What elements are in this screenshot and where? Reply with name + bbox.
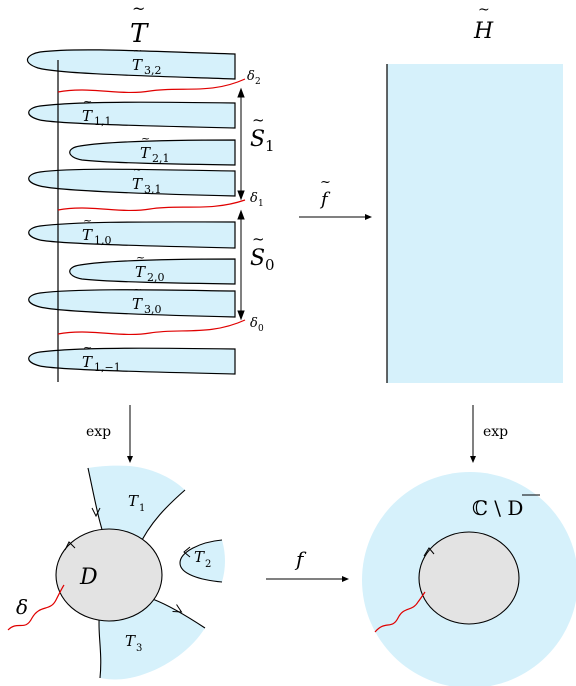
tract-label-t2: T 2	[194, 548, 211, 570]
strip-s1-arrow	[237, 87, 245, 201]
tract-label-1-1: ~ T 1,1	[82, 95, 112, 128]
tract-label-3-2: ~ T 3,2	[132, 44, 162, 77]
tract-label-1-minus1: ~ T 1,−1	[82, 341, 121, 374]
svg-text:T: T	[125, 632, 136, 650]
tract-t2	[180, 540, 225, 582]
tract-label-2-1: ~ T 2,1	[140, 132, 170, 165]
tract-3-2	[26, 49, 236, 80]
delta-curve-bottom-right	[374, 591, 426, 633]
f-label: f	[294, 547, 307, 571]
svg-text:~: ~	[141, 132, 150, 145]
delta-2-curve	[57, 78, 246, 94]
top-left-title: T	[130, 19, 149, 49]
svg-text:~: ~	[133, 163, 142, 176]
f-tilde-label: f	[319, 189, 331, 210]
svg-text:1: 1	[265, 137, 275, 155]
svg-text:3,1: 3,1	[144, 183, 162, 196]
strip-s1-label: ~ S 1	[250, 111, 275, 155]
svg-text:T: T	[140, 144, 151, 162]
disk-d	[55, 528, 163, 622]
svg-text:~: ~	[252, 230, 265, 248]
svg-text:S: S	[250, 246, 265, 271]
svg-text:T: T	[82, 107, 93, 125]
delta-1-curve	[57, 199, 246, 212]
svg-text:exp: exp	[86, 424, 111, 440]
svg-text:~: ~	[136, 251, 145, 264]
tract-1-0	[28, 221, 236, 249]
delta-1-label: δ 1	[250, 191, 264, 209]
delta-0-curve	[57, 319, 246, 336]
svg-text:δ: δ	[250, 191, 258, 206]
svg-text:T: T	[128, 492, 139, 510]
tract-1-minus1	[28, 347, 236, 375]
svg-text:T: T	[82, 226, 93, 244]
svg-text:2: 2	[255, 77, 261, 87]
strip-s0-arrow	[237, 209, 245, 321]
disk-d-image	[418, 531, 520, 625]
svg-text:1: 1	[258, 199, 264, 209]
svg-text:3: 3	[136, 643, 142, 654]
tract-label-t1: T 1	[128, 492, 145, 514]
svg-text:T: T	[132, 295, 143, 313]
svg-text:3,2: 3,2	[144, 64, 162, 77]
svg-text:~: ~	[83, 95, 92, 108]
svg-text:2,1: 2,1	[152, 152, 170, 165]
svg-text:S: S	[250, 127, 265, 152]
svg-text:~: ~	[320, 175, 331, 190]
delta-0-label: δ 0	[250, 316, 264, 334]
svg-text:T: T	[82, 353, 93, 371]
svg-text:T: T	[132, 175, 143, 193]
tract-label-2-0: ~ T 2,0	[135, 251, 165, 284]
map-exp-right: exp	[470, 405, 508, 463]
tract-2-1	[69, 139, 236, 166]
tract-1-1	[28, 101, 236, 129]
tract-2-0	[69, 258, 236, 285]
strip-s0-label: ~ S 0	[250, 230, 275, 274]
svg-text:T: T	[194, 548, 205, 566]
svg-text:T: T	[132, 56, 143, 74]
tract-label-3-0: ~ T 3,0	[132, 283, 162, 316]
svg-text:δ: δ	[250, 316, 258, 331]
svg-text:~: ~	[83, 214, 92, 227]
disk-label: D	[79, 565, 98, 590]
svg-text:δ: δ	[247, 69, 255, 84]
title-tilde: ~	[132, 0, 145, 18]
svg-text:0: 0	[258, 324, 264, 334]
tract-3-0	[28, 289, 236, 318]
svg-text:~: ~	[133, 44, 142, 57]
svg-text:0: 0	[265, 256, 275, 274]
svg-text:1: 1	[139, 503, 145, 514]
tract-label-3-1: ~ T 3,1	[132, 163, 162, 196]
top-right-title: H	[473, 19, 494, 44]
top-left-panel: ~ T ~ T 3,2 ~ T 1,1 ~ T 2,1 ~ T 3,1 ~ T …	[26, 0, 275, 382]
svg-text:~: ~	[252, 111, 265, 129]
map-exp-left: exp	[86, 405, 133, 463]
svg-text:2,0: 2,0	[147, 271, 165, 284]
h-title-tilde: ~	[478, 2, 490, 18]
map-f: f	[266, 547, 349, 582]
svg-text:1,0: 1,0	[94, 234, 112, 247]
complement-label: ℂ \ D	[472, 496, 523, 520]
tract-3-1	[28, 168, 236, 197]
svg-text:3,0: 3,0	[144, 303, 162, 316]
svg-text:1,−1: 1,−1	[94, 361, 121, 374]
tract-label-1-0: ~ T 1,0	[82, 214, 112, 247]
svg-text:1,1: 1,1	[94, 115, 112, 128]
delta-2-label: δ 2	[247, 69, 261, 87]
svg-text:2: 2	[205, 559, 211, 570]
delta-label: δ	[16, 595, 28, 619]
svg-text:~: ~	[133, 283, 142, 296]
half-plane-region	[387, 64, 563, 383]
svg-text:T: T	[135, 263, 146, 281]
svg-text:~: ~	[83, 341, 92, 354]
tract-label-t3: T 3	[125, 632, 142, 654]
delta-curve-bottom	[7, 584, 65, 631]
map-f-tilde: ~ f	[299, 175, 372, 220]
bottom-left-panel: D δ T 1 T 2 T 3	[7, 465, 225, 680]
top-right-panel: ~ H	[386, 2, 563, 383]
svg-text:exp: exp	[483, 424, 508, 440]
bottom-right-panel: ℂ \ D	[362, 472, 576, 686]
